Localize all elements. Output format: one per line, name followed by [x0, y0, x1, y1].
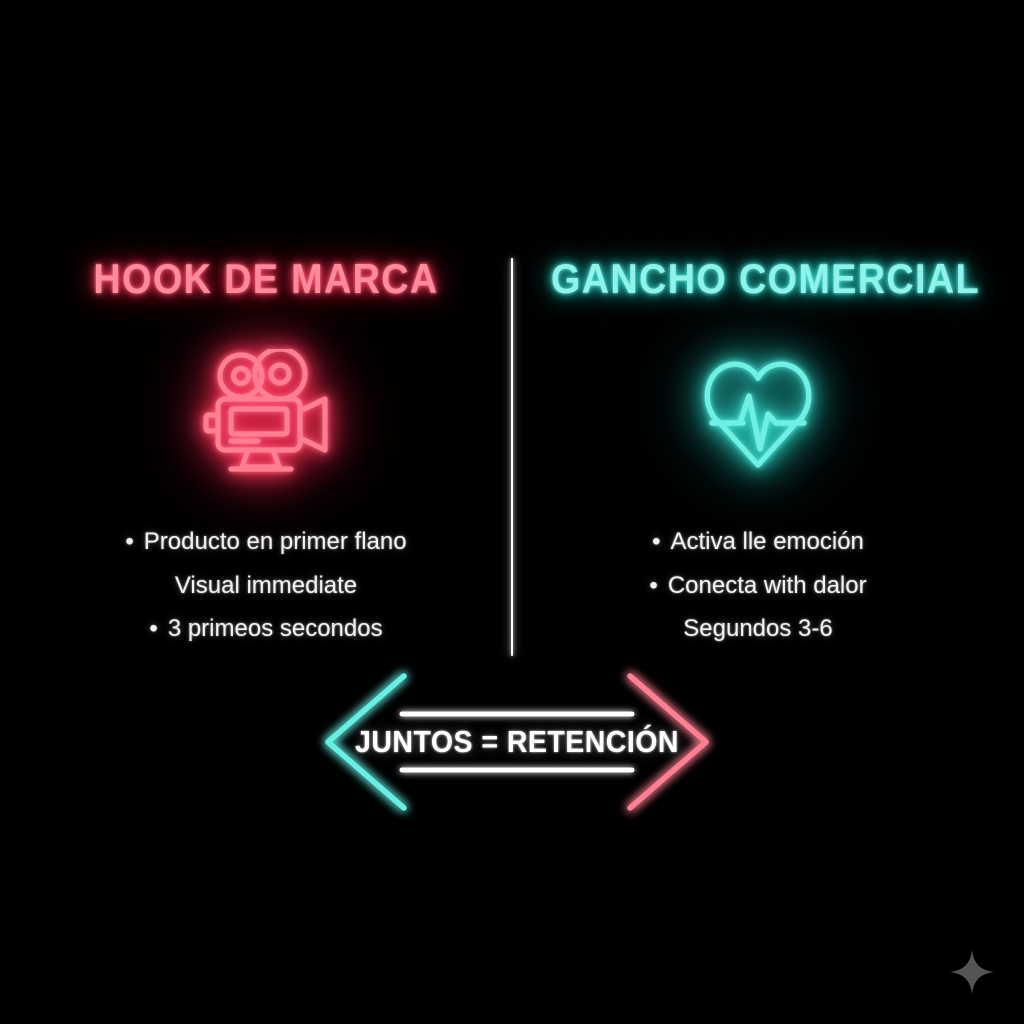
left-panel: HOOK DE MARCA — [36, 258, 496, 651]
right-arrowhead-icon — [627, 673, 709, 811]
left-panel-bullet-list: Producto en primer flano Visual immediat… — [36, 520, 496, 651]
list-item: Producto en primer flano — [36, 520, 496, 564]
right-panel-icon-wrap — [528, 344, 988, 484]
arrow-rails — [399, 711, 635, 773]
heart-pulse-icon — [695, 352, 821, 477]
left-panel-icon-wrap — [36, 344, 496, 484]
list-item: Activa lle emoción — [528, 520, 988, 564]
right-panel: GANCHO COMERCIAL Activa — [528, 258, 988, 651]
left-arrowhead-icon — [325, 673, 407, 811]
movie-camera-icon — [201, 345, 331, 480]
list-item: Visual immediate — [174, 571, 358, 599]
list-item: 3 primeos secondos — [36, 607, 496, 651]
retention-arrow-banner: JUNTOS = RETENCIÓN — [312, 662, 722, 822]
right-panel-bullet-list: Activa lle emoción Conecta with dalor Se… — [528, 520, 988, 651]
right-panel-heading: GANCHO COMERCIAL — [551, 255, 980, 302]
sparkle-star-icon — [948, 948, 996, 996]
column-divider — [511, 258, 513, 656]
left-panel-heading: HOOK DE MARCA — [93, 255, 439, 302]
list-item: Segundos 3-6 — [683, 615, 833, 643]
list-item: Conecta with dalor — [528, 564, 988, 608]
